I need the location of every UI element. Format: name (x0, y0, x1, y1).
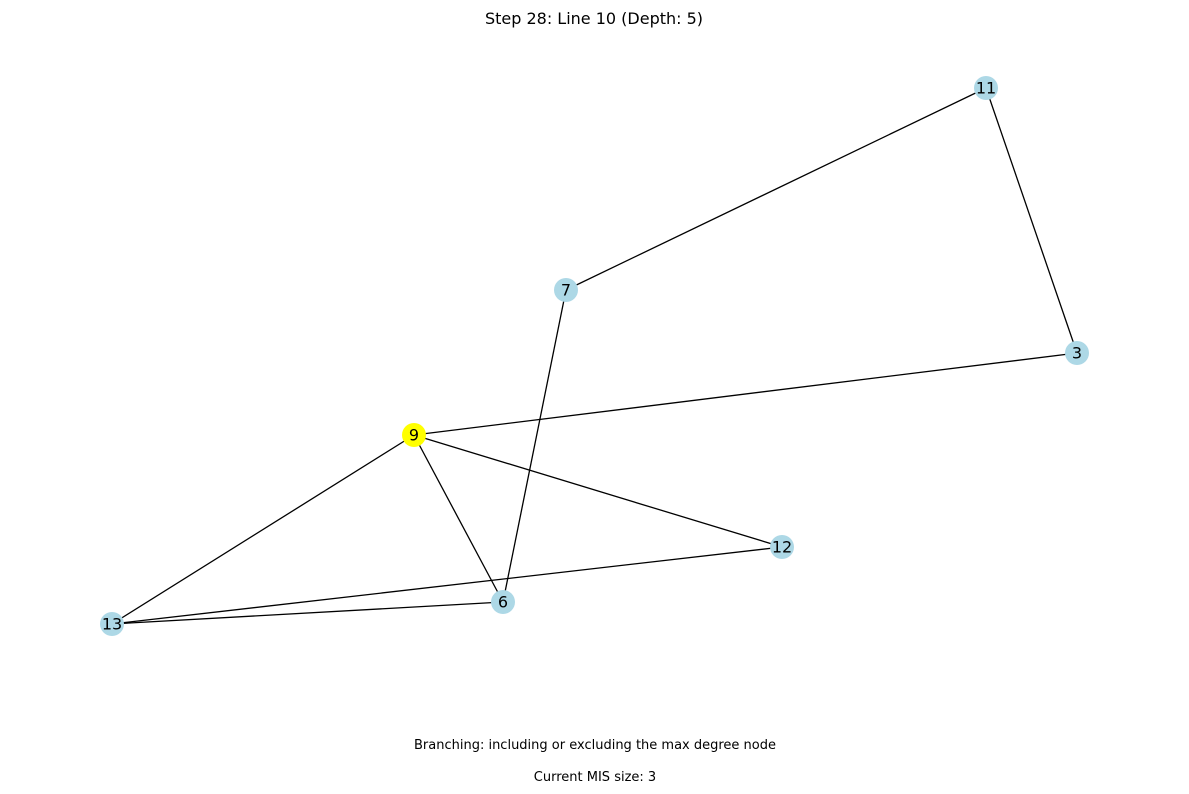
edge-3-9 (413, 352, 1078, 436)
edge-9-13 (111, 434, 415, 625)
node-circle-13 (100, 612, 124, 636)
node-13: 13 (100, 612, 124, 636)
node-11: 11 (974, 76, 998, 100)
edge-11-3 (985, 87, 1078, 354)
edge-9-12 (413, 434, 783, 548)
mis-size-caption: Current MIS size: 3 (534, 770, 656, 785)
node-6: 6 (491, 590, 515, 614)
node-7: 7 (554, 278, 578, 302)
node-3: 3 (1065, 341, 1089, 365)
edge-6-13 (111, 601, 504, 625)
node-circle-7 (554, 278, 578, 302)
node-label-9: 9 (409, 426, 419, 445)
node-label-11: 11 (976, 79, 996, 98)
branching-caption: Branching: including or excluding the ma… (414, 738, 776, 753)
node-circle-12 (770, 535, 794, 559)
edge-9-6 (413, 434, 504, 603)
node-circle-3 (1065, 341, 1089, 365)
node-circle-11 (974, 76, 998, 100)
edge-7-6 (502, 289, 567, 603)
node-12: 12 (770, 535, 794, 559)
nodes-layer: 11 7 3 9 12 6 13 (100, 76, 1089, 636)
node-label-3: 3 (1072, 344, 1082, 363)
node-circle-6 (491, 590, 515, 614)
figure-title: Step 28: Line 10 (Depth: 5) (485, 9, 703, 28)
node-label-13: 13 (102, 615, 122, 634)
node-label-12: 12 (772, 538, 792, 557)
node-label-6: 6 (498, 593, 508, 612)
edge-12-13 (111, 546, 783, 625)
node-label-7: 7 (561, 281, 571, 300)
node-9: 9 (402, 423, 426, 447)
edges-layer (111, 87, 1078, 625)
edge-11-7 (565, 87, 987, 291)
node-circle-9 (402, 423, 426, 447)
